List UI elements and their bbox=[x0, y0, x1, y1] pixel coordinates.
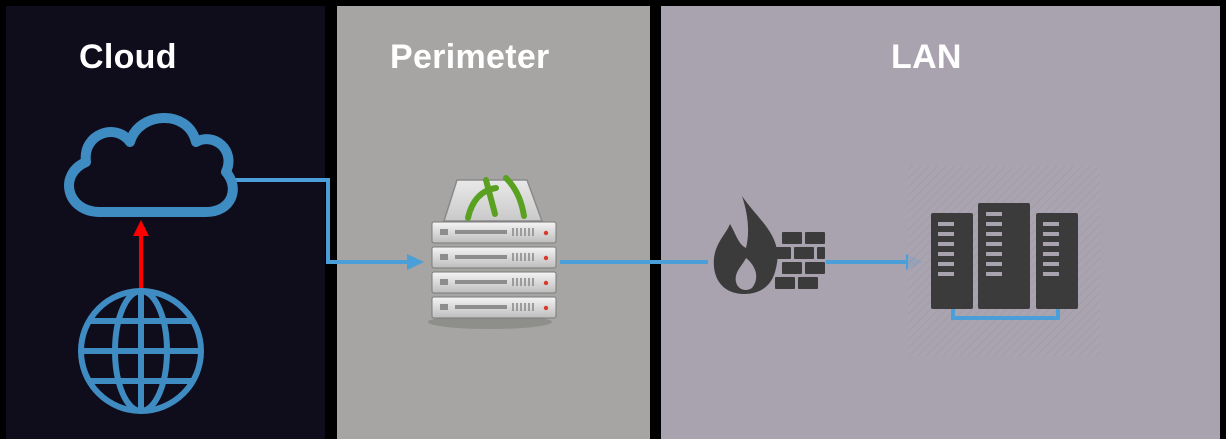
perimeter-zone-title: Perimeter bbox=[390, 38, 550, 76]
cloud-icon bbox=[64, 113, 238, 217]
cloud-zone-title: Cloud bbox=[79, 38, 177, 76]
globe-icon bbox=[78, 288, 204, 414]
lan-zone-title: LAN bbox=[891, 38, 962, 76]
firewall-icon bbox=[713, 196, 825, 294]
arrowhead bbox=[133, 220, 149, 236]
arrowhead bbox=[407, 254, 424, 270]
link-internet-to-cloud bbox=[133, 220, 149, 288]
server-cluster-icon bbox=[908, 166, 1100, 356]
link-cloud-to-perimeter bbox=[232, 178, 424, 270]
server-stack-icon bbox=[428, 175, 557, 329]
